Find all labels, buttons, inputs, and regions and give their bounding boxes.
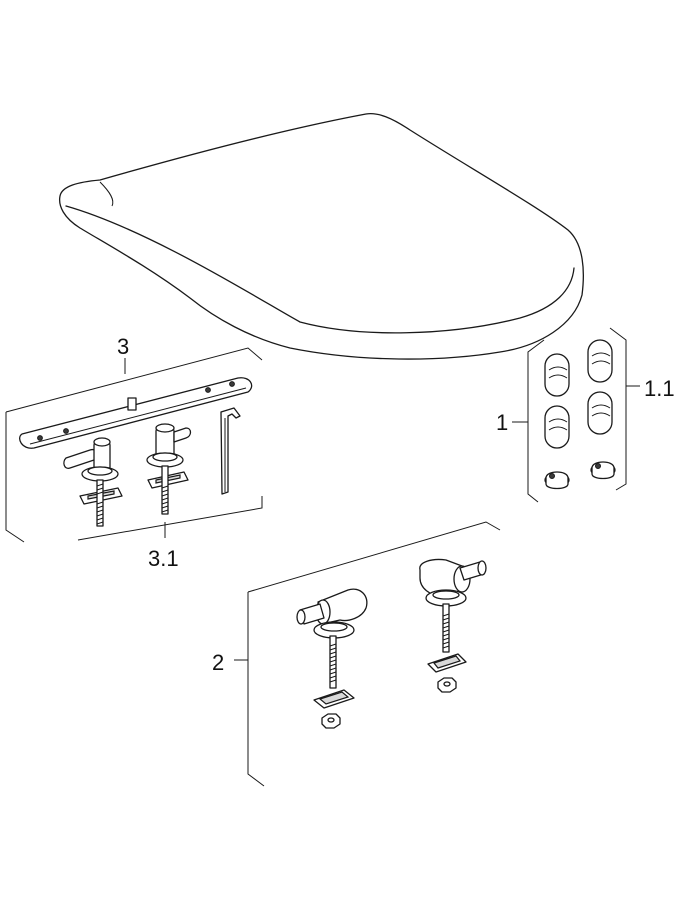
label-plate-bolts: 3.1 <box>148 546 179 571</box>
buffer-group <box>512 327 640 503</box>
label-hinge-set: 2 <box>212 650 224 675</box>
buffer-pad-1 <box>544 353 570 397</box>
buffer-plug-right <box>590 461 616 480</box>
hinge-right <box>419 558 487 693</box>
buffer-pad-2 <box>587 339 613 383</box>
plate-bolt-left <box>63 437 123 527</box>
mounting-plate <box>19 377 253 449</box>
mounting-plate-group <box>5 347 263 543</box>
plate-bolt-right <box>146 423 192 515</box>
hinge-group <box>234 521 501 787</box>
toilet-seat-lid <box>58 112 584 360</box>
buffer-pad-3 <box>544 405 570 449</box>
allen-key <box>220 407 241 495</box>
buffer-pad-4 <box>587 391 613 435</box>
buffer-plug-left <box>544 471 570 490</box>
label-buffers: 1.1 <box>644 376 675 401</box>
label-seat-kit: 1 <box>496 410 508 435</box>
label-mounting-plate: 3 <box>117 334 129 359</box>
hinge-left <box>296 588 368 729</box>
